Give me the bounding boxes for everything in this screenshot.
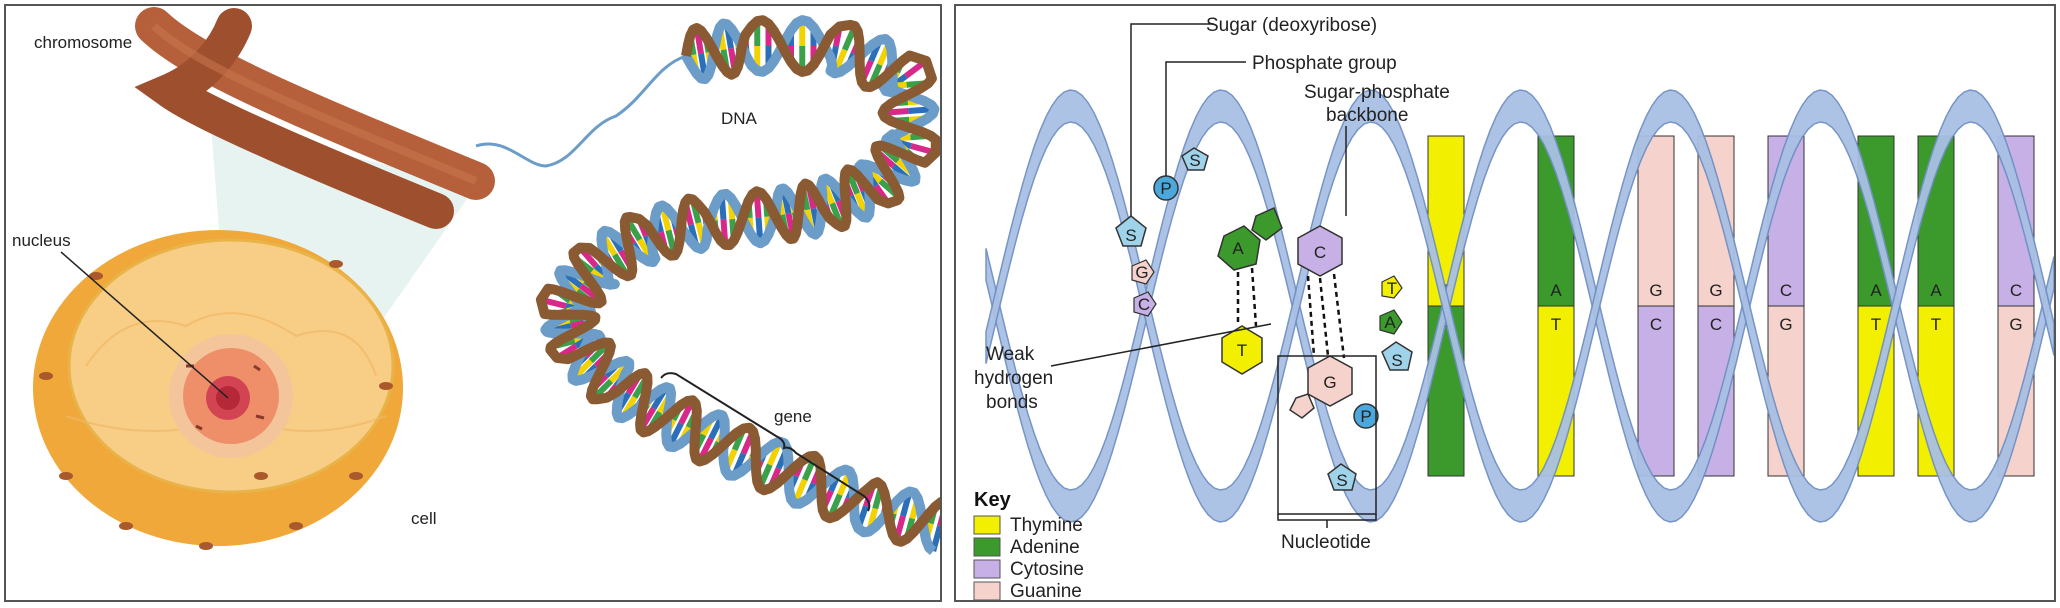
weak-bonds-leader [1050,323,1272,367]
molecular-detail: S P S A T C G [1115,147,1413,528]
small-cytosine-letter: C [1138,295,1150,314]
hydrogen-bonds-cg [1306,273,1346,359]
dna-label: DNA [721,109,758,128]
phosphate-label: Phosphate group [1252,53,1397,74]
weak-label-line1: Weak [986,344,1035,365]
cell-label: cell [411,509,437,528]
chromosome-label: chromosome [34,33,132,52]
small-guanine-letter: G [1135,263,1148,282]
base-letter: G [1779,315,1792,334]
phosphate-circle-2 [1353,403,1379,429]
sugar-symbol-top: S [1189,151,1200,170]
key-swatch [973,559,1001,579]
backbone-ribbon-2 [985,89,2054,523]
base-letter: G [1709,281,1722,300]
nucleus-leader [60,251,229,399]
backbone-label-line1: Sugar-phosphate [1304,82,1450,103]
sugar-pentagon-top [1181,147,1209,171]
adenine-letter: A [1232,239,1244,258]
thymine-ring [1221,325,1263,375]
small-adenine [1379,309,1403,335]
dna-strand-thin [475,54,687,168]
adenine-ring [1217,225,1261,271]
sugar-label: Sugar (deoxyribose) [1206,15,1377,36]
phosphate-symbol-2: P [1360,407,1371,426]
backbone-strand-blue [540,15,940,555]
small-cytosine [1133,291,1157,317]
hydrogen-bonds-at [1236,267,1258,327]
sugar-symbol-2: S [1391,351,1402,370]
base-letter: G [1649,281,1662,300]
key-item-label: Thymine [1010,515,1083,536]
sugar-pentagon-2 [1381,341,1413,371]
base-letter: C [1780,281,1792,300]
base-letter: C [2010,281,2022,300]
base-letter: T [1931,315,1941,334]
base-letter: T [1551,315,1561,334]
key-item-label: Cytosine [1010,559,1084,580]
key-title: Key [974,489,1012,511]
dna-structure-diagram: TAATGCGCCGATATCG S P S A T C [973,15,2054,600]
gene-bracket [660,372,871,512]
small-thymine [1381,275,1403,299]
sugar-pentagon-1 [1115,215,1147,247]
sugar-pentagon-3 [1327,463,1357,491]
dna-double-helix [535,15,940,555]
guanine-letter: G [1323,373,1336,392]
weak-label-line2: hydrogen [974,368,1053,389]
small-adenine-letter: A [1384,313,1396,332]
base-letter: C [1650,315,1662,334]
guanine-ring-b [1289,393,1315,419]
sugar-leader [1130,23,1214,216]
base-bar-C [1767,135,1805,307]
key-swatch [973,581,1001,600]
phosphate-symbol-1: P [1160,179,1171,198]
weak-label-line3: bonds [986,392,1038,413]
backbone-label-line2: backbone [1326,105,1408,126]
base-bar-T [1427,135,1465,307]
phosphate-leader [1165,61,1246,176]
base-letter: T [1871,315,1881,334]
nucleus-label: nucleus [12,231,71,250]
nucleotide-bracket [1277,514,1377,528]
cell-to-dna-panel: chromosome nucleus DNA gene cell [4,4,942,602]
sugar-symbol-1: S [1125,226,1136,245]
thymine-letter: T [1237,341,1247,360]
cytosine-ring [1297,225,1343,277]
base-letter: G [2009,315,2022,334]
nucleotide-label: Nucleotide [1281,532,1371,553]
small-thymine-letter: T [1387,279,1397,298]
base-letter: A [1550,281,1562,300]
key-item-label: Adenine [1010,537,1080,558]
nucleus [169,334,293,458]
nucleotide-box [1277,355,1377,515]
cytosine-letter: C [1314,243,1326,262]
chromosome [134,7,495,229]
gene-label: gene [774,407,812,426]
key-swatch [973,537,1001,557]
base-letter: A [1930,281,1942,300]
small-guanine [1131,259,1155,285]
base-letter: C [1710,315,1722,334]
backbone-strand-brown [535,15,940,547]
sugar-symbol-3: S [1336,471,1347,490]
base-letter: A [1870,281,1882,300]
key-item-label: Guanine [1010,581,1082,600]
dna-ribbon-helix: TAATGCGCCGATATCG [985,89,2054,523]
key-swatch [973,515,1001,535]
cell-to-dna-illustration: chromosome nucleus DNA gene cell [12,7,940,555]
dna-structure-panel: TAATGCGCCGATATCG S P S A T C [954,4,2056,602]
base-bar-C [1637,305,1675,477]
adenine-ring-b [1251,206,1283,241]
